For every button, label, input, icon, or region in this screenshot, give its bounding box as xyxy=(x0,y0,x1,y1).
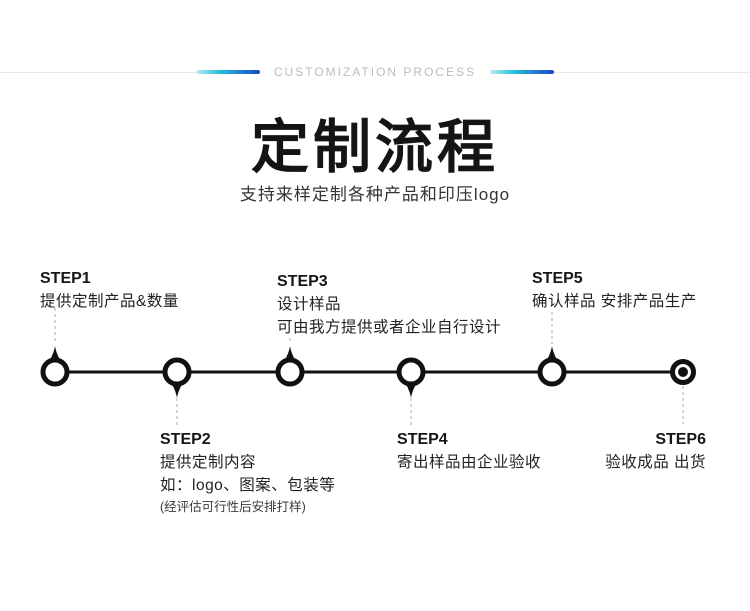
step2-block: STEP2 提供定制内容 如：logo、图案、包装等 (经评估可行性后安排打样) xyxy=(160,429,335,517)
step4-node-icon xyxy=(396,357,426,387)
step1-label: STEP1 xyxy=(40,270,91,287)
section-header: CUSTOMIZATION PROCESS xyxy=(0,64,750,80)
step6-node-center-dot xyxy=(678,367,688,377)
step6-block: STEP6 验收成品 出货 xyxy=(605,429,706,474)
step3-node-icon xyxy=(275,357,305,387)
step5-block: STEP5 确认样品 安排产品生产 xyxy=(532,268,697,313)
section-eyebrow-text: CUSTOMIZATION PROCESS xyxy=(273,65,477,79)
step3-label: STEP3 xyxy=(277,273,328,290)
divider-line-right xyxy=(554,71,750,73)
step2-description-line2: 如：logo、图案、包装等 xyxy=(160,477,336,494)
step5-label: STEP5 xyxy=(532,270,583,287)
process-timeline xyxy=(40,308,696,426)
step5-description: 确认样品 安排产品生产 xyxy=(532,293,697,310)
step2-note: (经评估可行性后安排打样) xyxy=(160,500,306,514)
gradient-accent-bar-right xyxy=(490,70,555,74)
gradient-accent-bar-left xyxy=(195,70,260,74)
step1-block: STEP1 提供定制产品&数量 xyxy=(40,268,179,313)
step6-label: STEP6 xyxy=(655,431,706,448)
step4-description: 寄出样品由企业验收 xyxy=(397,454,542,471)
step6-description: 验收成品 出货 xyxy=(605,454,706,471)
step3-block: STEP3 设计样品 可由我方提供或者企业自行设计 xyxy=(277,271,501,339)
step4-block: STEP4 寄出样品由企业验收 xyxy=(397,429,541,474)
step1-node-icon xyxy=(40,357,70,387)
step1-description: 提供定制产品&数量 xyxy=(40,293,179,310)
step2-description-line1: 提供定制内容 xyxy=(160,454,257,471)
step4-label: STEP4 xyxy=(397,431,448,448)
dashed-connectors xyxy=(54,308,684,426)
page-subtitle: 支持来样定制各种产品和印压logo xyxy=(239,185,511,204)
step3-description-line2: 可由我方提供或者企业自行设计 xyxy=(277,319,502,336)
step3-description-line1: 设计样品 xyxy=(277,296,342,313)
step2-label: STEP2 xyxy=(160,431,211,448)
step2-node-icon xyxy=(162,357,192,387)
step5-node-icon xyxy=(537,357,567,387)
divider-line-left xyxy=(0,71,196,73)
page-title: 定制流程 xyxy=(250,113,499,181)
